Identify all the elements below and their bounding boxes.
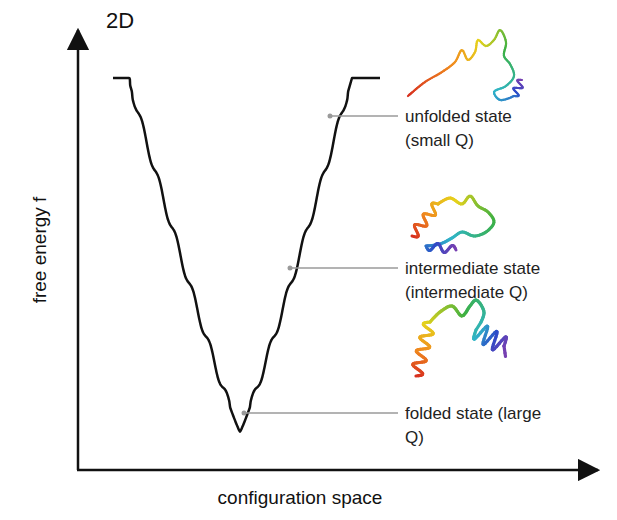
state-label: intermediate state (intermediate Q) bbox=[405, 257, 547, 305]
protein-chain bbox=[412, 196, 494, 252]
chain-segment bbox=[454, 248, 458, 250]
leader-dot bbox=[328, 114, 333, 119]
state-label: folded state (large Q) bbox=[405, 402, 547, 450]
protein-chain bbox=[408, 30, 523, 100]
chain-segment bbox=[517, 81, 520, 82]
chain-segment bbox=[462, 49, 464, 52]
y-axis bbox=[77, 30, 80, 470]
free-energy-curve bbox=[113, 78, 380, 432]
chain-segment bbox=[520, 79, 522, 81]
protein-structures bbox=[408, 30, 523, 376]
axis-label: free energy f bbox=[28, 197, 52, 304]
energy-curve-group bbox=[113, 78, 380, 432]
protein-chain bbox=[413, 300, 507, 376]
leader-dot bbox=[242, 411, 247, 416]
leader-lines bbox=[242, 114, 399, 416]
state-label: unfolded state (small Q) bbox=[405, 105, 547, 153]
chain-segment bbox=[513, 89, 516, 90]
chain-segment bbox=[516, 95, 518, 97]
chain-segment bbox=[503, 353, 507, 357]
panel-title: 2D bbox=[106, 9, 134, 33]
leader-line bbox=[290, 267, 398, 269]
leader-dot bbox=[288, 266, 293, 271]
leader-line bbox=[244, 412, 398, 414]
x-axis bbox=[77, 469, 598, 472]
leader-line bbox=[330, 115, 398, 117]
chain-segment bbox=[520, 87, 522, 89]
axis-label: configuration space bbox=[218, 486, 383, 510]
